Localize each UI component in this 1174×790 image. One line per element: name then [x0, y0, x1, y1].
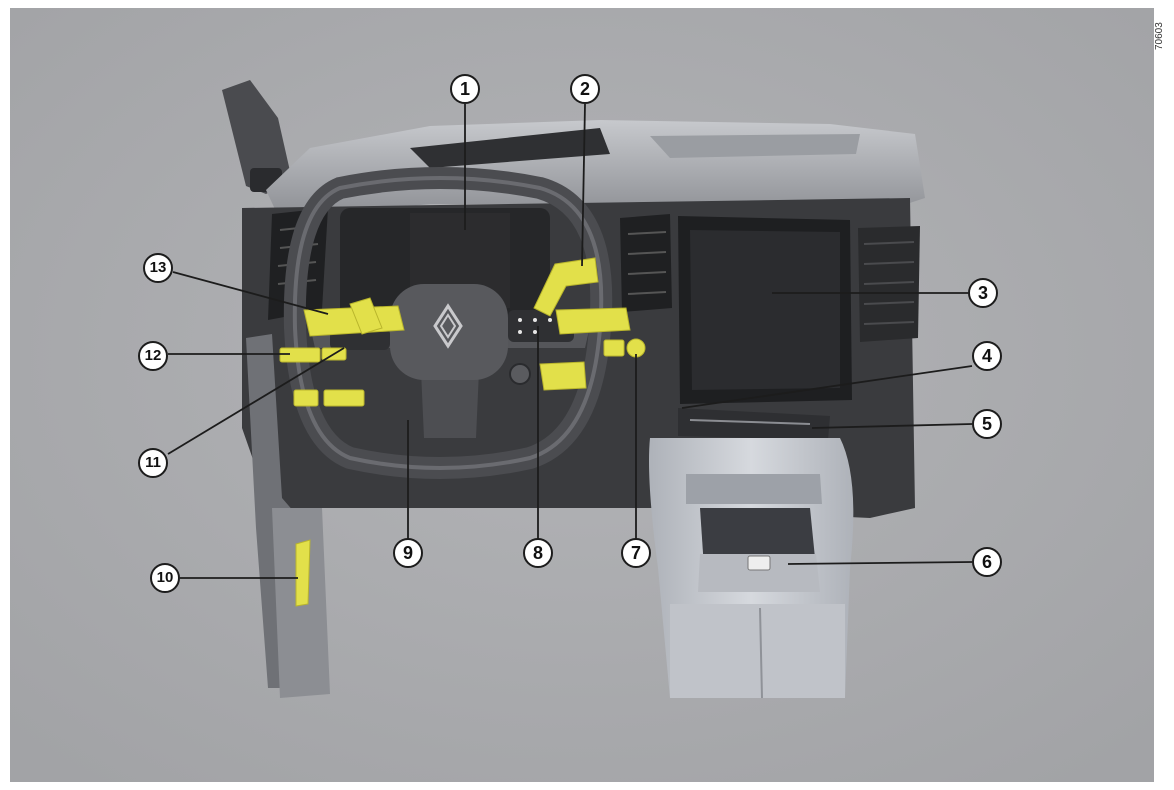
usb-port-icon	[747, 555, 771, 571]
steering-wheel-highlight	[292, 176, 604, 470]
dashboard-diagram: 1 2 3 4 5 6 7 8 9 10 11 12 13	[10, 8, 1154, 782]
callout-4: 4	[972, 341, 1002, 371]
center-vent-slats	[627, 231, 667, 295]
leader-13	[172, 271, 329, 315]
renault-logo-icon	[433, 303, 463, 349]
callout-10: 10	[150, 563, 180, 593]
callout-1: 1	[450, 74, 480, 104]
console-control-panel	[686, 474, 822, 504]
dash-trim	[650, 134, 860, 158]
armrest-split	[759, 607, 763, 699]
callout-6: 6	[972, 547, 1002, 577]
head-up-display	[410, 128, 610, 168]
right-vent-slats	[863, 241, 915, 325]
leader-2	[581, 103, 586, 267]
control-strip-buttons	[689, 419, 811, 425]
dashboard-illustration	[10, 8, 1154, 782]
leader-lines	[167, 103, 973, 579]
wheel-button-dots	[518, 318, 552, 334]
screen-surface	[690, 230, 840, 390]
control-strip	[678, 408, 830, 440]
wheel-knob	[509, 363, 531, 385]
bonnet-release-highlight	[295, 539, 311, 607]
callout-2: 2	[570, 74, 600, 104]
callout-5: 5	[972, 409, 1002, 439]
left-switch-highlight	[279, 347, 321, 363]
callout-7: 7	[621, 538, 651, 568]
callout-13: 13	[143, 253, 173, 283]
leader-4	[681, 365, 973, 409]
lower-left-switch-2	[323, 389, 365, 407]
leader-5	[811, 423, 973, 429]
callout-8: 8	[523, 538, 553, 568]
armrest	[670, 604, 845, 698]
paddle-shifter-highlight	[533, 257, 599, 317]
start-button-area	[603, 339, 625, 357]
reference-code: 70603	[1154, 22, 1165, 50]
lighting-stalk-tip	[349, 297, 383, 335]
storage-compartment	[700, 508, 816, 568]
gear-selector-highlight	[539, 361, 587, 391]
a-pillar	[222, 80, 292, 194]
callout-3: 3	[968, 278, 998, 308]
leader-11	[167, 347, 345, 455]
lower-left-switch-1	[293, 389, 319, 407]
steering-wheel-hub	[390, 284, 508, 380]
callout-12: 12	[138, 341, 168, 371]
callout-11: 11	[138, 448, 168, 478]
center-air-vent	[620, 214, 672, 312]
wiper-stalk-highlight	[555, 307, 631, 335]
leader-6	[787, 561, 973, 565]
callout-9: 9	[393, 538, 423, 568]
